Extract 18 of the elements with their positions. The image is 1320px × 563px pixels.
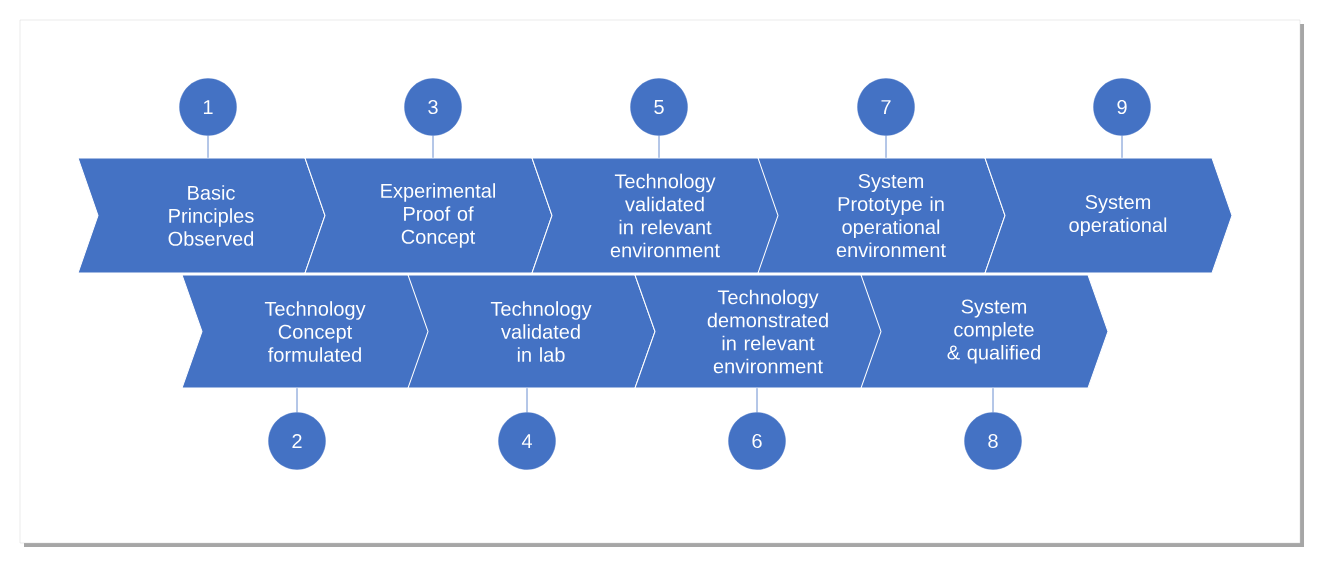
chevron-box: Technology Concept formulated (181, 274, 430, 389)
chevron-box: System operational (984, 157, 1233, 274)
connector-line (526, 387, 528, 413)
connector-line (432, 135, 434, 159)
chevron-box: Experimental Proof of Concept (304, 157, 553, 274)
chevron-box: Technology validated in lab (407, 274, 656, 389)
chevron-box: Basic Principles Observed (77, 157, 326, 274)
connector-line (658, 135, 660, 159)
chevron-box: Technology validated in relevant environment (531, 157, 780, 274)
chevron-box: System complete & qualified (860, 274, 1109, 389)
connector-line (756, 387, 758, 413)
chevron-box: Technology demonstrated in relevant environment (634, 274, 883, 389)
connector-line (1121, 135, 1123, 159)
connector-line (992, 387, 994, 413)
connector-line (296, 387, 298, 413)
connector-line (885, 135, 887, 159)
chevron-box: System Prototype in operational environment (757, 157, 1006, 274)
connector-line (207, 135, 209, 159)
